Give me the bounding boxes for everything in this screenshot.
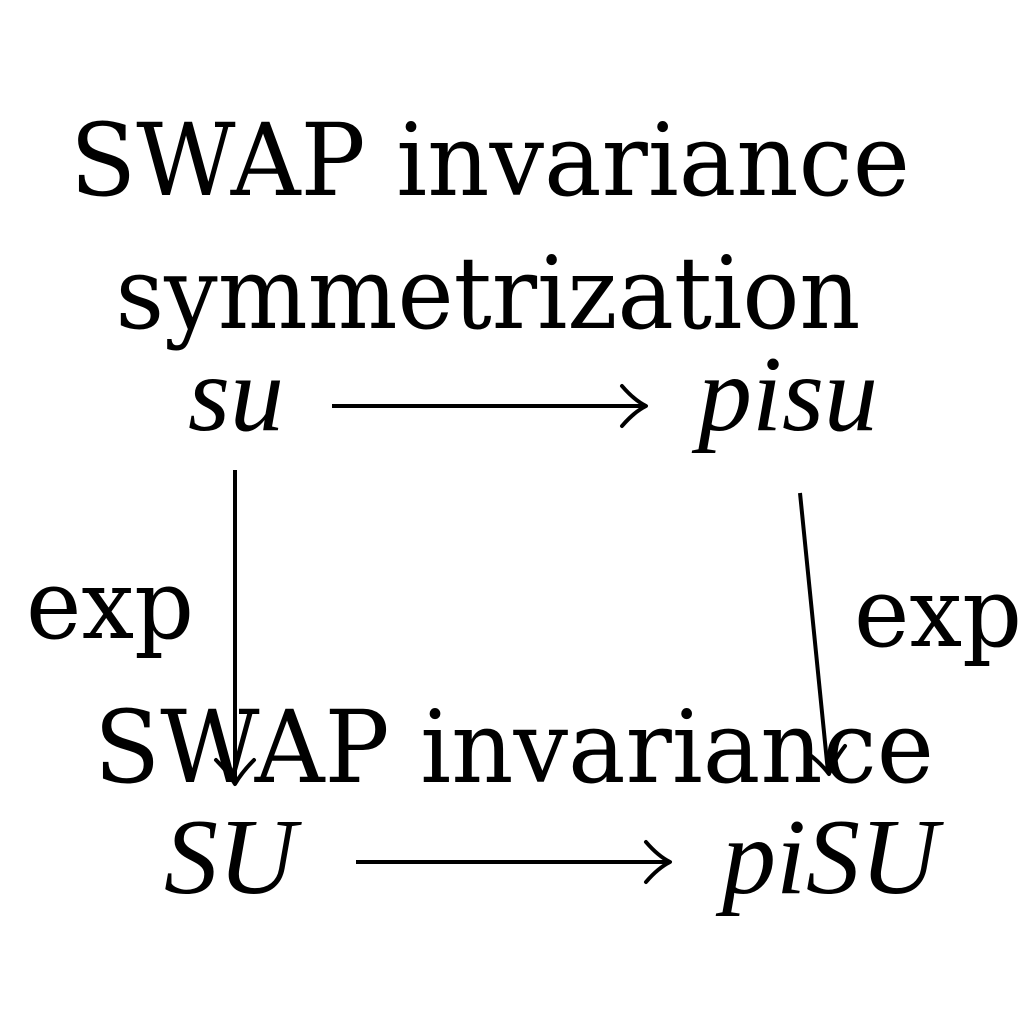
exp-label-left: exp xyxy=(26,549,194,661)
arrow-pisu-to-piSU xyxy=(798,492,847,776)
top-title-line2: symmetrization xyxy=(116,235,861,352)
top-title-line1: SWAP invariance xyxy=(70,102,910,219)
node-su: su xyxy=(188,335,284,454)
arrow-su-to-SU xyxy=(214,470,256,786)
exp-label-right: exp xyxy=(854,557,1022,669)
node-pisu: pisu xyxy=(691,335,878,454)
node-piSU: piSU xyxy=(715,798,944,917)
bottom-title: SWAP invariance xyxy=(94,689,934,806)
arrow-SU-to-piSU xyxy=(356,840,672,884)
arrow-su-to-pisu xyxy=(332,384,648,428)
node-SU: SU xyxy=(164,798,302,917)
